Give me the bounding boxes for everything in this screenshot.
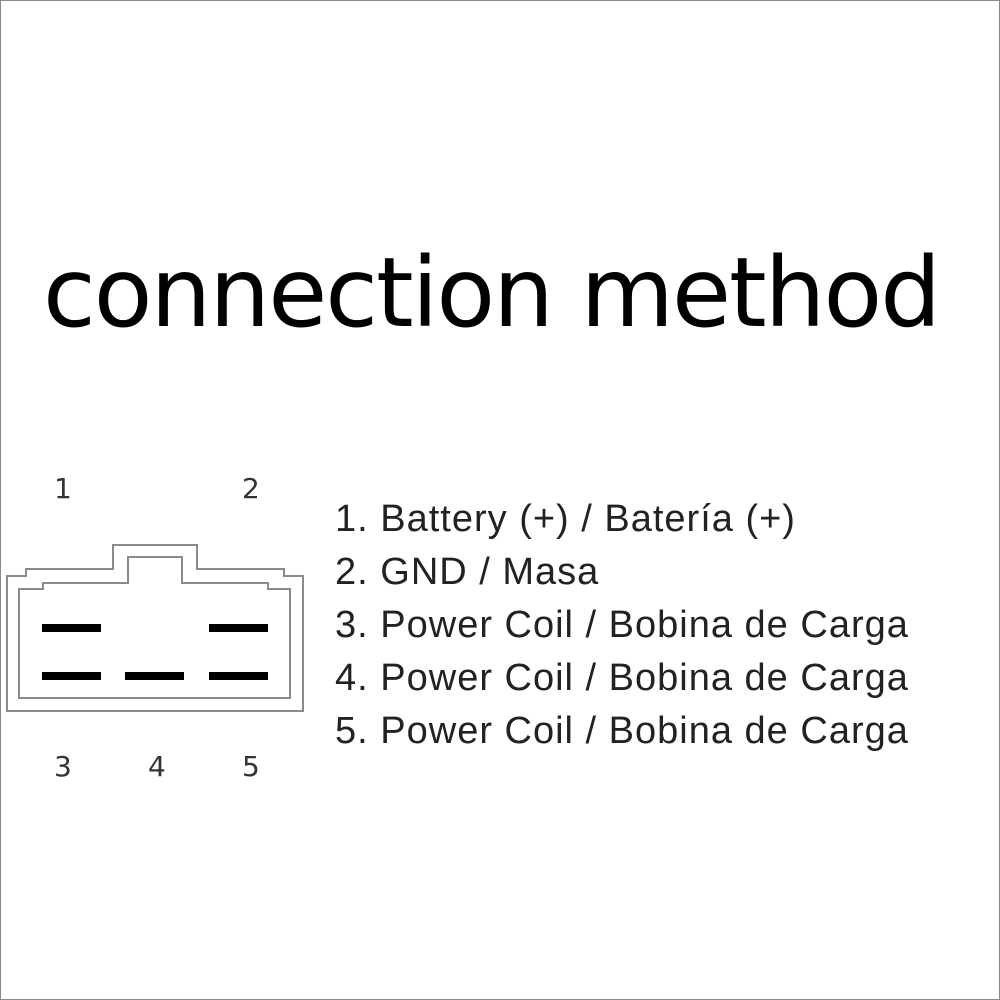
pin-legend-item-5: 5. Power Coil / Bobina de Carga: [335, 705, 909, 758]
pin-legend-number: 5.: [335, 710, 369, 752]
pin-number-5: 5: [242, 750, 260, 783]
page-title: connection method: [43, 237, 941, 349]
connector-inner-outline: [18, 556, 291, 699]
pin-legend-label: Power Coil / Bobina de Carga: [380, 604, 909, 646]
pin-number-1: 1: [54, 472, 72, 505]
pin-legend-number: 2.: [335, 551, 369, 593]
terminal-5: [209, 672, 268, 680]
terminal-1: [42, 624, 101, 632]
pin-legend-list: 1. Battery (+) / Batería (+) 2. GND / Ma…: [335, 493, 909, 758]
pin-legend-label: Power Coil / Bobina de Carga: [380, 657, 909, 699]
pin-number-3: 3: [54, 750, 72, 783]
pin-legend-number: 3.: [335, 604, 369, 646]
pin-legend-number: 4.: [335, 657, 369, 699]
pin-number-4: 4: [148, 750, 166, 783]
terminal-2: [209, 624, 268, 632]
pin-legend-item-1: 1. Battery (+) / Batería (+): [335, 493, 909, 546]
pin-legend-item-4: 4. Power Coil / Bobina de Carga: [335, 652, 909, 705]
pin-legend-number: 1.: [335, 498, 369, 540]
connector-outer-outline: [6, 544, 304, 712]
connector-diagram: [6, 544, 304, 712]
pin-legend-label: Battery (+) / Batería (+): [380, 498, 796, 540]
pin-legend-item-2: 2. GND / Masa: [335, 546, 909, 599]
pin-number-2: 2: [242, 472, 260, 505]
pin-legend-label: GND / Masa: [380, 551, 600, 593]
terminal-3: [42, 672, 101, 680]
terminal-4: [125, 672, 184, 680]
pin-legend-label: Power Coil / Bobina de Carga: [380, 710, 909, 752]
pin-legend-item-3: 3. Power Coil / Bobina de Carga: [335, 599, 909, 652]
